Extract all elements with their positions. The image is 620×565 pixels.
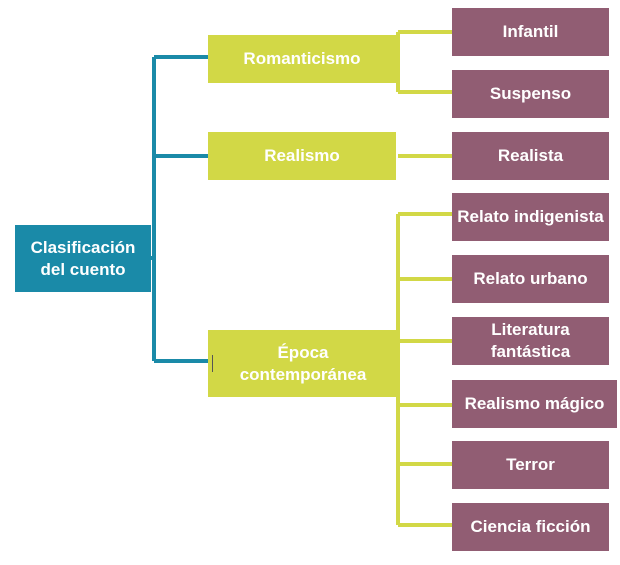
category-label: Realismo bbox=[264, 146, 340, 165]
leaf-label: Realista bbox=[497, 146, 564, 165]
leaf-label: Infantil bbox=[502, 22, 559, 41]
text-cursor bbox=[212, 355, 213, 372]
root-node: Clasificación del cuento bbox=[15, 225, 151, 292]
leaf-suspenso: Suspenso bbox=[452, 70, 609, 118]
leaf-label: Relato urbano bbox=[473, 269, 588, 288]
leaf-relato-indigenista: Relato indigenista bbox=[452, 193, 609, 241]
leaf-infantil: Infantil bbox=[452, 8, 609, 56]
root-connectors bbox=[151, 55, 208, 363]
leaf-label: Relato indigenista bbox=[457, 207, 604, 226]
category-epoca-contemporanea: Época contemporánea bbox=[208, 330, 396, 397]
root-label: Clasificación del cuento bbox=[30, 237, 136, 279]
leaf-label: Ciencia ficción bbox=[470, 517, 591, 536]
leaf-label: Realismo mágico bbox=[464, 394, 605, 413]
leaf-relato-urbano: Relato urbano bbox=[452, 255, 609, 303]
leaf-terror: Terror bbox=[452, 441, 609, 489]
leaf-realismo-magico: Realismo mágico bbox=[452, 380, 617, 428]
category-label: Época contemporánea bbox=[239, 342, 367, 384]
leaf-literatura-fantastica: Literatura fantástica bbox=[452, 317, 609, 365]
category-realismo: Realismo bbox=[208, 132, 396, 180]
category-label: Romanticismo bbox=[243, 49, 361, 68]
category-connectors bbox=[396, 30, 452, 527]
leaf-label: Terror bbox=[506, 455, 555, 474]
leaf-label: Literatura fantástica bbox=[490, 320, 571, 361]
category-romanticismo: Romanticismo bbox=[208, 35, 396, 83]
leaf-ciencia-ficcion: Ciencia ficción bbox=[452, 503, 609, 551]
leaf-label: Suspenso bbox=[489, 84, 572, 103]
leaf-realista: Realista bbox=[452, 132, 609, 180]
